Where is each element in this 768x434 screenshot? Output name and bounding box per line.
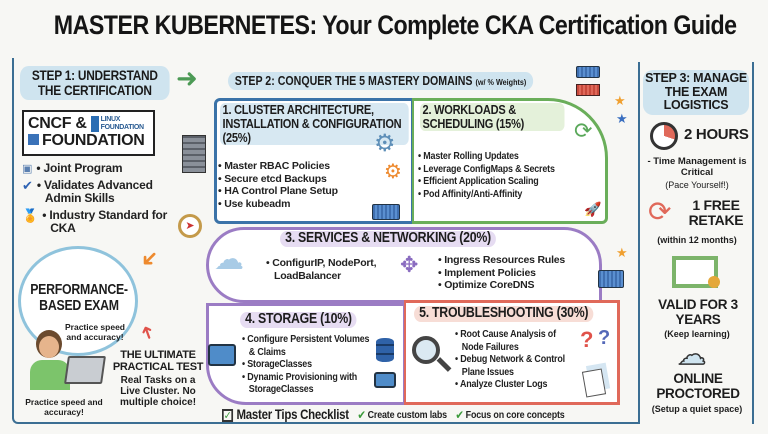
rocket-icon: 🚀 <box>584 202 602 218</box>
proctored-title: ONLINE PROCTORED <box>656 371 740 401</box>
check-icon: ✔ <box>357 408 366 423</box>
cloud-network-icon: ☁ <box>214 242 244 277</box>
question-mark-icon: ? <box>598 327 610 349</box>
domain-bullet: Configure Persistent Volumes & Claims <box>242 333 370 358</box>
step2-suffix: (w/ % Weights) <box>475 77 527 87</box>
database-icon <box>376 338 394 362</box>
domain-bullet: HA Control Plane Setup <box>218 185 364 198</box>
cncf-logo-icon <box>28 134 39 146</box>
tips-title: Master Tips Checklist <box>236 407 349 422</box>
star-icon: ★ <box>616 112 628 127</box>
verified-badge-icon: ✔ <box>22 179 33 194</box>
container-icon <box>576 66 600 78</box>
step1-to-step2-arrow-icon: ➜ <box>176 64 198 94</box>
duration-note: (Pace Yourself!) <box>665 180 729 190</box>
domain-bullet: Ingress Resources Rules <box>438 254 588 267</box>
test-title: THE ULTIMATE PRACTICAL TEST <box>112 349 204 373</box>
retake-note: (within 12 months) <box>657 235 737 245</box>
validity-title: VALID FOR 3 YEARS <box>658 297 738 327</box>
gear-icon: ⚙ <box>384 159 402 183</box>
domain-3-title: 3. SERVICES & NETWORKING (20%) <box>280 230 497 247</box>
step2-title: STEP 2: CONQUER THE 5 MASTERY DOMAINS <box>234 74 473 88</box>
container-icon <box>598 270 624 288</box>
domain-1-title: 1. CLUSTER ARCHITECTURE, INSTALLATION & … <box>220 102 409 146</box>
practice-note: Practice speed and accuracy! <box>25 397 103 417</box>
log-document-icon <box>581 368 607 398</box>
domain-3-bullets-left: ConfigurIP, NodePort, LoadBalancer <box>266 257 388 282</box>
proctored-note: (Setup a quiet space) <box>651 404 743 414</box>
domain-bullet: Root Cause Analysis of Node Failures <box>455 328 572 353</box>
step3-frame <box>638 62 754 424</box>
domain-bullet: Master RBAC Policies <box>218 160 364 173</box>
container-icon <box>372 204 400 220</box>
check-icon: ✔ <box>455 408 464 423</box>
domain-bullet: Efficient Application Scaling <box>418 175 598 188</box>
step1-bullet: Industry Standard for CKA <box>42 209 172 235</box>
star-icon: ★ <box>616 246 628 261</box>
checkbox-icon: ✓ <box>222 408 234 422</box>
domain-2-bullets: Master Rolling Updates Leverage ConfigMa… <box>418 150 598 200</box>
domain-bullet: Leverage ConfigMaps & Secrets <box>418 163 598 176</box>
domain-bullet: ConfigurIP, NodePort, LoadBalancer <box>266 257 388 282</box>
domain-bullet: Use kubeadm <box>218 198 364 211</box>
retake-title: 1 FREE RETAKE <box>688 197 744 229</box>
step1-bullet: Validates Advanced Admin Skills <box>37 179 172 205</box>
step1-label: STEP 1: UNDERSTAND THE CERTIFICATION <box>20 66 170 101</box>
container-icon <box>576 84 600 96</box>
question-mark-icon: ? <box>580 327 594 352</box>
routing-arrows-icon: ✥ <box>400 253 419 278</box>
seal-icon <box>708 276 720 288</box>
domain-5-bullets: Root Cause Analysis of Node Failures Deb… <box>455 328 572 391</box>
domain-bullet: Implement Policies <box>438 267 588 280</box>
duration-title: 2 HOURS <box>684 126 749 143</box>
page-title: MASTER KUBERNETES: Your Complete CKA Cer… <box>53 10 737 40</box>
star-icon: ★ <box>614 94 626 109</box>
domain-bullet: Master Rolling Updates <box>418 150 598 163</box>
step2-label: STEP 2: CONQUER THE 5 MASTERY DOMAINS (w… <box>228 70 534 90</box>
org-line1: CNCF & <box>28 115 87 132</box>
compass-icon: ➤ <box>178 214 202 238</box>
award-ribbon-icon: 🏅 <box>22 209 39 224</box>
domain-3-bullets-right: Ingress Resources Rules Implement Polici… <box>438 254 588 292</box>
exam-note: Practice speed and accuracy! <box>64 322 125 342</box>
validity-note: (Keep learning) <box>664 329 730 339</box>
step1-bullet: Joint Program <box>36 162 123 175</box>
duration-desc: - Time Management is Critical <box>647 156 747 178</box>
domain-bullet: Analyze Cluster Logs <box>455 378 572 391</box>
domain-4-bullets: Configure Persistent Volumes & Claims St… <box>242 333 370 396</box>
domain-bullet: Debug Network & Control Plane Issues <box>455 353 572 378</box>
tip-item: Focus on core concepts <box>465 409 565 422</box>
cloud-icon: ☁ <box>677 338 707 371</box>
main-frame <box>12 58 638 424</box>
step3-label: STEP 3: MANAGE THE EXAM LOGISTICS <box>643 70 749 115</box>
folder-icon <box>374 372 396 388</box>
exam-title: PERFORMANCE-BASED EXAM <box>30 282 128 314</box>
domain-bullet: StorageClasses <box>242 358 370 371</box>
folder-icon <box>208 344 236 366</box>
stopwatch-icon <box>650 122 678 150</box>
retake-cycle-icon: ⟳ <box>648 195 672 228</box>
student-laptop-icon <box>30 330 110 396</box>
domain-bullet: Secure etcd Backups <box>218 173 364 186</box>
domain-2-title: 2. WORKLOADS & SCHEDULING (15%) <box>420 102 565 132</box>
network-gear-icon: ⚙ <box>374 129 396 157</box>
sync-icon: ⟳ <box>574 119 593 144</box>
test-desc: Real Tasks on a Live Cluster. No multipl… <box>119 375 197 408</box>
org-line2: FOUNDATION <box>42 132 145 150</box>
building-icon <box>182 135 206 173</box>
domain-1-bullets: Master RBAC Policies Secure etcd Backups… <box>218 160 364 210</box>
domain-bullet: Dynamic Provisioning with StorageClasses <box>242 371 370 396</box>
step1-bullets: ▣Joint Program ✔ Validates Advanced Admin… <box>22 162 172 235</box>
domain-5-title: 5. TROUBLESHOOTING (30%) <box>414 305 594 322</box>
domain-bullet: Pod Affinity/Anti-Affinity <box>418 188 598 201</box>
tips-checklist: ✓Master Tips Checklist ✔Create custom la… <box>222 407 565 423</box>
tip-item: Create custom labs <box>367 409 447 422</box>
magnifier-icon <box>412 336 440 364</box>
network-icon: ▣ <box>22 162 33 175</box>
domain-bullet: Optimize CoreDNS <box>438 279 588 292</box>
domain-4-title: 4. STORAGE (10%) <box>240 311 357 328</box>
